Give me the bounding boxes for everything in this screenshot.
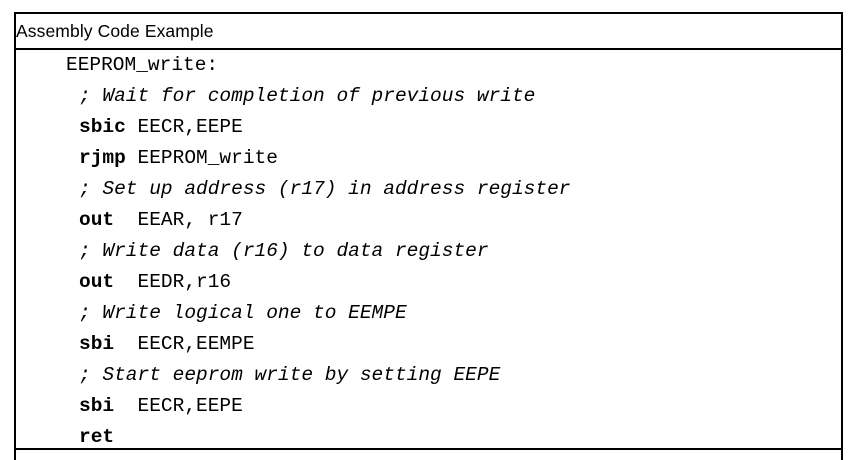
table-code-row: EEPROM_write: ; Wait for completion of pr… — [14, 48, 843, 455]
table-caption-row: Assembly Code Example — [14, 12, 843, 50]
code-line: EEPROM_write: — [16, 50, 841, 81]
code-comment: ; Set up address (r17) in address regist… — [79, 178, 571, 200]
code-mnemonic: out — [79, 209, 115, 231]
code-line: ; Write data (r16) to data register — [16, 236, 841, 267]
table-caption-text: Assembly Code Example — [16, 20, 214, 41]
code-line: sbi EECR,EEPE — [16, 391, 841, 422]
code-operands: EECR,EEPE — [114, 395, 243, 417]
code-mnemonic: out — [79, 271, 115, 293]
code-line: out EEAR, r17 — [16, 205, 841, 236]
table-code-cell: EEPROM_write: ; Wait for completion of pr… — [14, 48, 843, 455]
code-line: ; Set up address (r17) in address regist… — [16, 174, 841, 205]
code-operands: EEAR, r17 — [114, 209, 243, 231]
table-caption-cell: Assembly Code Example — [14, 12, 843, 50]
next-table-cell-partial — [14, 448, 843, 460]
code-mnemonic: sbi — [79, 395, 115, 417]
code-operands: EECR,EEMPE — [114, 333, 255, 355]
code-mnemonic: rjmp — [79, 147, 126, 169]
code-line: ; Write logical one to EEMPE — [16, 298, 841, 329]
code-line: ret — [16, 422, 841, 453]
code-label: EEPROM_write: — [66, 54, 219, 76]
code-comment: ; Write data (r16) to data register — [79, 240, 489, 262]
code-comment: ; Write logical one to EEMPE — [79, 302, 407, 324]
code-line: ; Start eeprom write by setting EEPE — [16, 360, 841, 391]
code-line: rjmp EEPROM_write — [16, 143, 841, 174]
code-comment: ; Wait for completion of previous write — [79, 85, 536, 107]
code-mnemonic: sbi — [79, 333, 115, 355]
code-line: sbi EECR,EEMPE — [16, 329, 841, 360]
assembly-code-example-table: Assembly Code Example EEPROM_write: ; Wai… — [14, 12, 843, 455]
code-line: out EEDR,r16 — [16, 267, 841, 298]
code-comment: ; Start eeprom write by setting EEPE — [79, 364, 501, 386]
assembly-code-listing: EEPROM_write: ; Wait for completion of pr… — [16, 50, 841, 453]
code-operands: EEPROM_write — [125, 147, 278, 169]
code-line: sbic EECR,EEPE — [16, 112, 841, 143]
code-operands: EECR,EEPE — [125, 116, 243, 138]
code-mnemonic: sbic — [79, 116, 126, 138]
code-line: ; Wait for completion of previous write — [16, 81, 841, 112]
code-operands: EEDR,r16 — [114, 271, 232, 293]
code-mnemonic: ret — [79, 426, 115, 448]
